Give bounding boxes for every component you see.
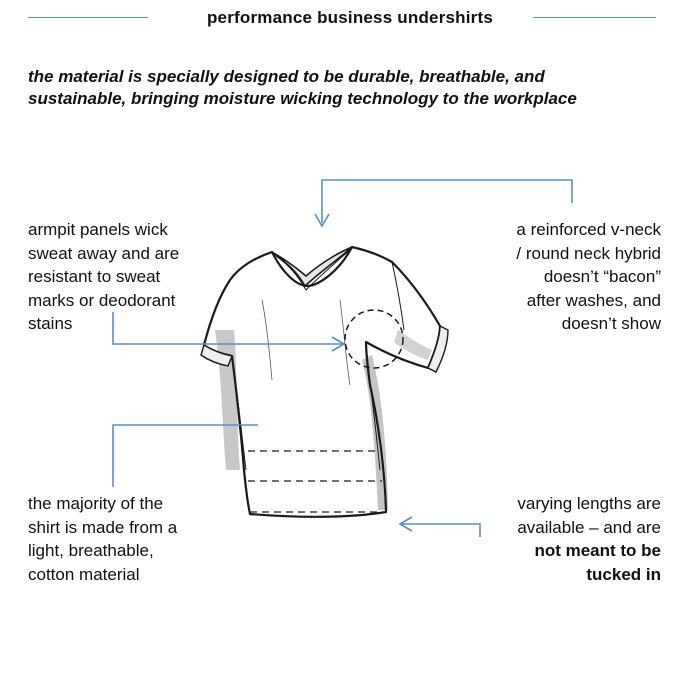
callout-line: doesn’t show <box>561 314 661 333</box>
callout-line: after washes, and <box>526 290 661 310</box>
callout-material: the majority of the shirt is made from a… <box>28 492 248 586</box>
sleeve-shading <box>394 330 432 360</box>
callout-line: / round neck hybrid <box>516 243 661 263</box>
callout-line: sweat away and are <box>28 243 180 263</box>
page-title: performance business undershirts <box>206 8 494 27</box>
callout-lengths: varying lengths are available – and are … <box>440 492 661 586</box>
fold-line-1 <box>261 299 273 381</box>
side-seam-left <box>231 355 247 471</box>
callout-line: shirt is made from a <box>28 517 178 537</box>
connector-lengths <box>402 523 481 537</box>
neck-rib <box>275 249 351 291</box>
callout-line: doesn’t “bacon” <box>543 267 661 286</box>
neckline <box>271 246 353 288</box>
callout-line: cotton material <box>28 564 140 584</box>
connector-neck-arrowhead <box>314 213 330 228</box>
subtitle-line-1: the material is specially designed to be… <box>28 67 545 86</box>
connector-armpit-arrowhead <box>331 336 346 352</box>
callout-line: the majority of the <box>28 494 164 513</box>
callout-line: armpit panels wick <box>28 220 168 239</box>
subtitle-line-2: sustainable, bringing moisture wicking t… <box>28 89 577 108</box>
callout-line: available – and are <box>517 517 661 537</box>
callout-line: stains <box>28 314 73 333</box>
connector-material <box>112 424 258 487</box>
callout-neck: a reinforced v-neck / round neck hybrid … <box>440 218 661 336</box>
right-sleeve-cuff <box>427 324 449 373</box>
callout-line: varying lengths are <box>517 494 661 513</box>
connector-armpit <box>112 312 342 345</box>
callout-line: a reinforced v-neck <box>516 220 661 239</box>
callout-armpit-panels: armpit panels wick sweat away and are re… <box>28 218 248 336</box>
title-rule-right <box>533 17 656 18</box>
connector-lengths-arrowhead <box>398 516 413 532</box>
armpit-panel-marker <box>344 309 404 369</box>
title-rule-left <box>28 17 148 18</box>
callout-line: light, breathable, <box>28 541 154 560</box>
callout-line-emphasis: not meant to be <box>534 541 661 560</box>
callout-line: resistant to sweat <box>28 267 161 286</box>
callout-line: marks or deodorant <box>28 290 176 310</box>
shirt-shading-right <box>362 355 388 510</box>
connector-neck <box>321 179 573 223</box>
left-sleeve-cuff <box>200 343 233 367</box>
page-subtitle: the material is specially designed to be… <box>28 66 678 110</box>
side-seam-right <box>365 341 381 471</box>
callout-line-emphasis: tucked in <box>586 564 661 584</box>
shoulder-seam <box>391 261 405 331</box>
